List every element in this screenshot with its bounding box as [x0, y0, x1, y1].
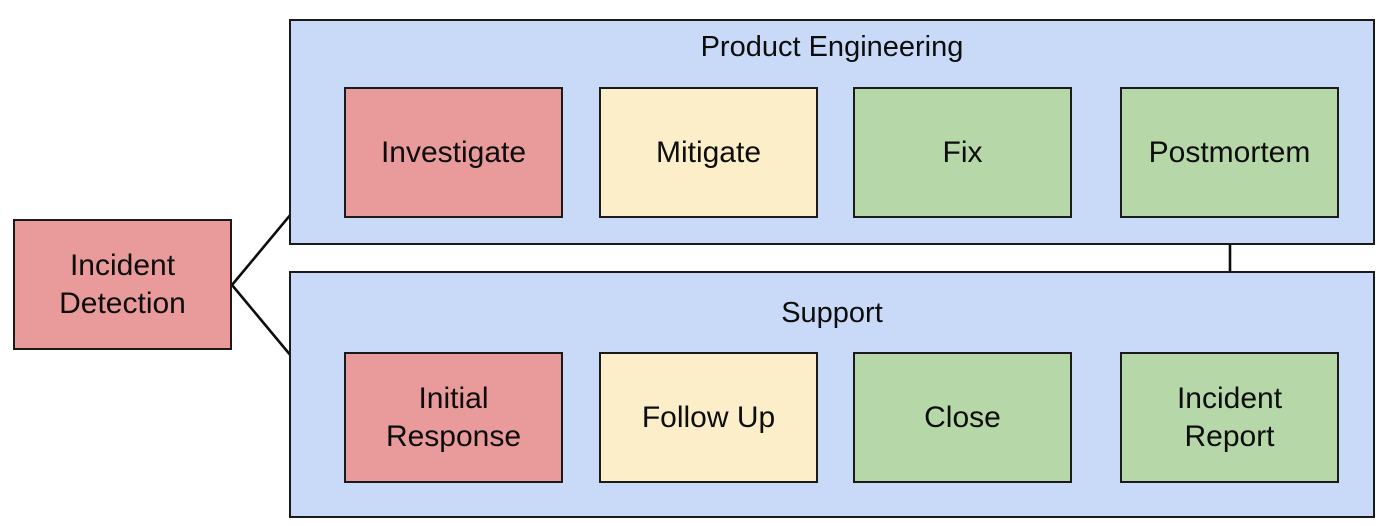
- swimlane-title-product-engineering: Product Engineering: [700, 31, 964, 63]
- node-incident-report[interactable]: Incident Report: [1120, 352, 1339, 483]
- node-follow-up[interactable]: Follow Up: [599, 352, 818, 483]
- node-incident-detection[interactable]: Incident Detection: [13, 219, 232, 350]
- node-mitigate[interactable]: Mitigate: [599, 87, 818, 218]
- node-close[interactable]: Close: [853, 352, 1072, 483]
- node-investigate[interactable]: Investigate: [344, 87, 563, 218]
- swimlane-title-support: Support: [781, 297, 883, 329]
- node-initial-response[interactable]: Initial Response: [344, 352, 563, 483]
- node-postmortem[interactable]: Postmortem: [1120, 87, 1339, 218]
- node-fix[interactable]: Fix: [853, 87, 1072, 218]
